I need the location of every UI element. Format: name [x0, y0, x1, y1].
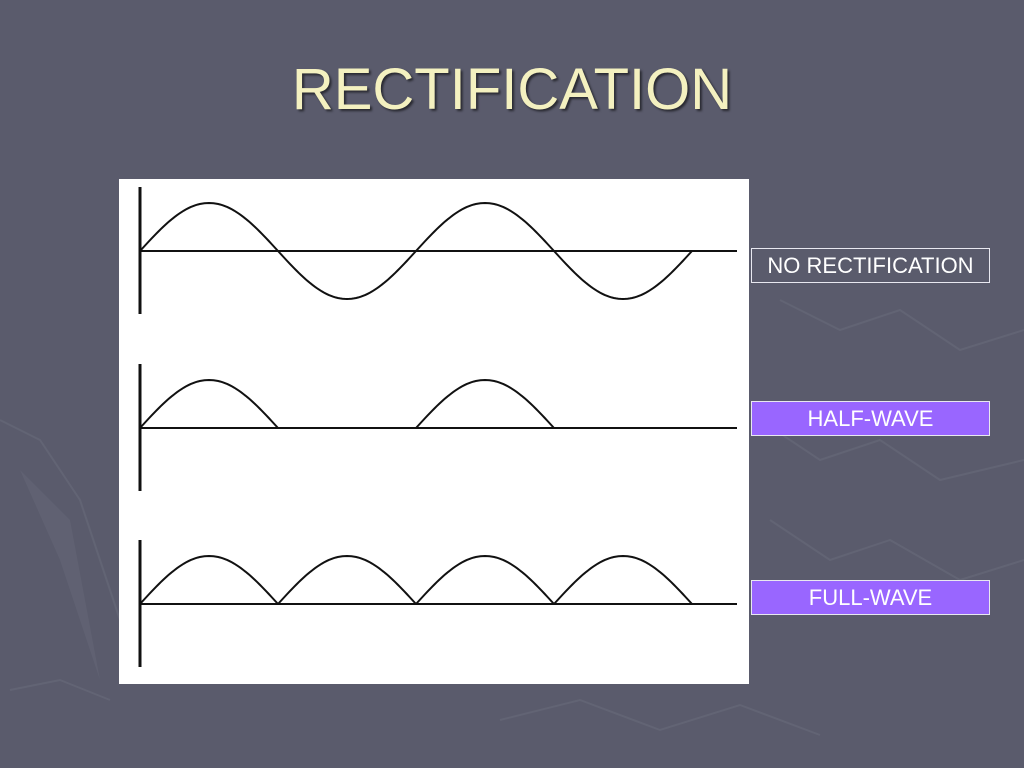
- full-waveform: [139, 554, 693, 605]
- half-waveform: [139, 378, 555, 429]
- waveform-diagram: [119, 179, 749, 684]
- label-full-wave: FULL-WAVE: [751, 580, 990, 615]
- label-half-wave: HALF-WAVE: [751, 401, 990, 436]
- none-waveform: [139, 201, 693, 301]
- label-no-rectification: NO RECTIFICATION: [751, 248, 990, 283]
- slide-title: RECTIFICATION: [291, 57, 733, 122]
- waveform-canvas: [138, 187, 737, 667]
